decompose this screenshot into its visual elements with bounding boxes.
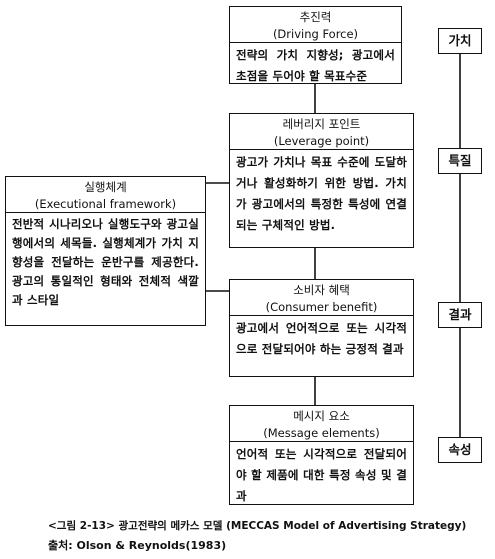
leverage-point-text: 광고가 가치나 목표 수준에 도달하거나 활성화하기 위한 방법. 가치가 광고… <box>236 155 407 232</box>
figure-source: 출처: Olson & Reynolds(1983) <box>48 539 227 552</box>
executional-framework-box: 실행체계 (Executional framework) 전반적 시나리오나 실… <box>5 176 206 326</box>
level-tag-attribute: 속성 <box>438 437 482 463</box>
figure-caption: <그림 2-13> 광고전략의 메카스 모델 (MECCAS Model of … <box>48 520 467 532</box>
executional-framework-header: 실행체계 (Executional framework) <box>6 177 205 213</box>
consumer-benefit-box: 소비자 혜택 (Consumer benefit) 광고에서 언어적으로 또는 … <box>229 279 414 377</box>
leverage-point-subtitle: (Leverage point) <box>273 134 370 148</box>
consumer-benefit-header: 소비자 혜택 (Consumer benefit) <box>230 280 413 316</box>
level-tag-result: 결과 <box>438 302 482 328</box>
consumer-benefit-subtitle: (Consumer benefit) <box>265 300 378 314</box>
leverage-point-header: 레버리지 포인트 (Leverage point) <box>230 114 413 150</box>
driving-force-box: 추진력 (Driving Force) 전략의 가치 지향성; 광고에서 초점을… <box>229 6 402 84</box>
leverage-point-title: 레버리지 포인트 <box>282 117 361 131</box>
message-elements-box: 메시지 요소 (Message elements) 언어적 또는 시각적으로 전… <box>229 405 414 505</box>
executional-framework-text: 전반적 시나리오나 실행도구와 광고실행에서의 세목들. 실행체계가 가치 지향… <box>12 217 199 307</box>
level-tag-trait: 특질 <box>438 148 482 174</box>
message-elements-header: 메시지 요소 (Message elements) <box>230 406 413 442</box>
driving-force-header: 추진력 (Driving Force) <box>230 7 401 43</box>
consumer-benefit-title: 소비자 혜택 <box>293 283 350 297</box>
leverage-point-box: 레버리지 포인트 (Leverage point) 광고가 가치나 목표 수준에… <box>229 113 414 248</box>
message-elements-title: 메시지 요소 <box>293 409 350 423</box>
level-tag-value: 가치 <box>438 28 482 54</box>
executional-framework-title: 실행체계 <box>84 180 127 194</box>
consumer-benefit-text: 광고에서 언어적으로 또는 시각적으로 전달되어야 하는 긍정적 결과 <box>236 321 407 356</box>
driving-force-subtitle: (Driving Force) <box>272 27 359 41</box>
message-elements-subtitle: (Message elements) <box>263 426 380 440</box>
driving-force-title: 추진력 <box>299 10 332 24</box>
executional-framework-subtitle: (Executional framework) <box>34 197 177 211</box>
driving-force-text: 전략의 가치 지향성; 광고에서 초점을 두어야 할 목표수준 <box>236 48 395 83</box>
message-elements-text: 언어적 또는 시각적으로 전달되어야 할 제품에 대한 특정 속성 및 결과 <box>236 447 407 503</box>
